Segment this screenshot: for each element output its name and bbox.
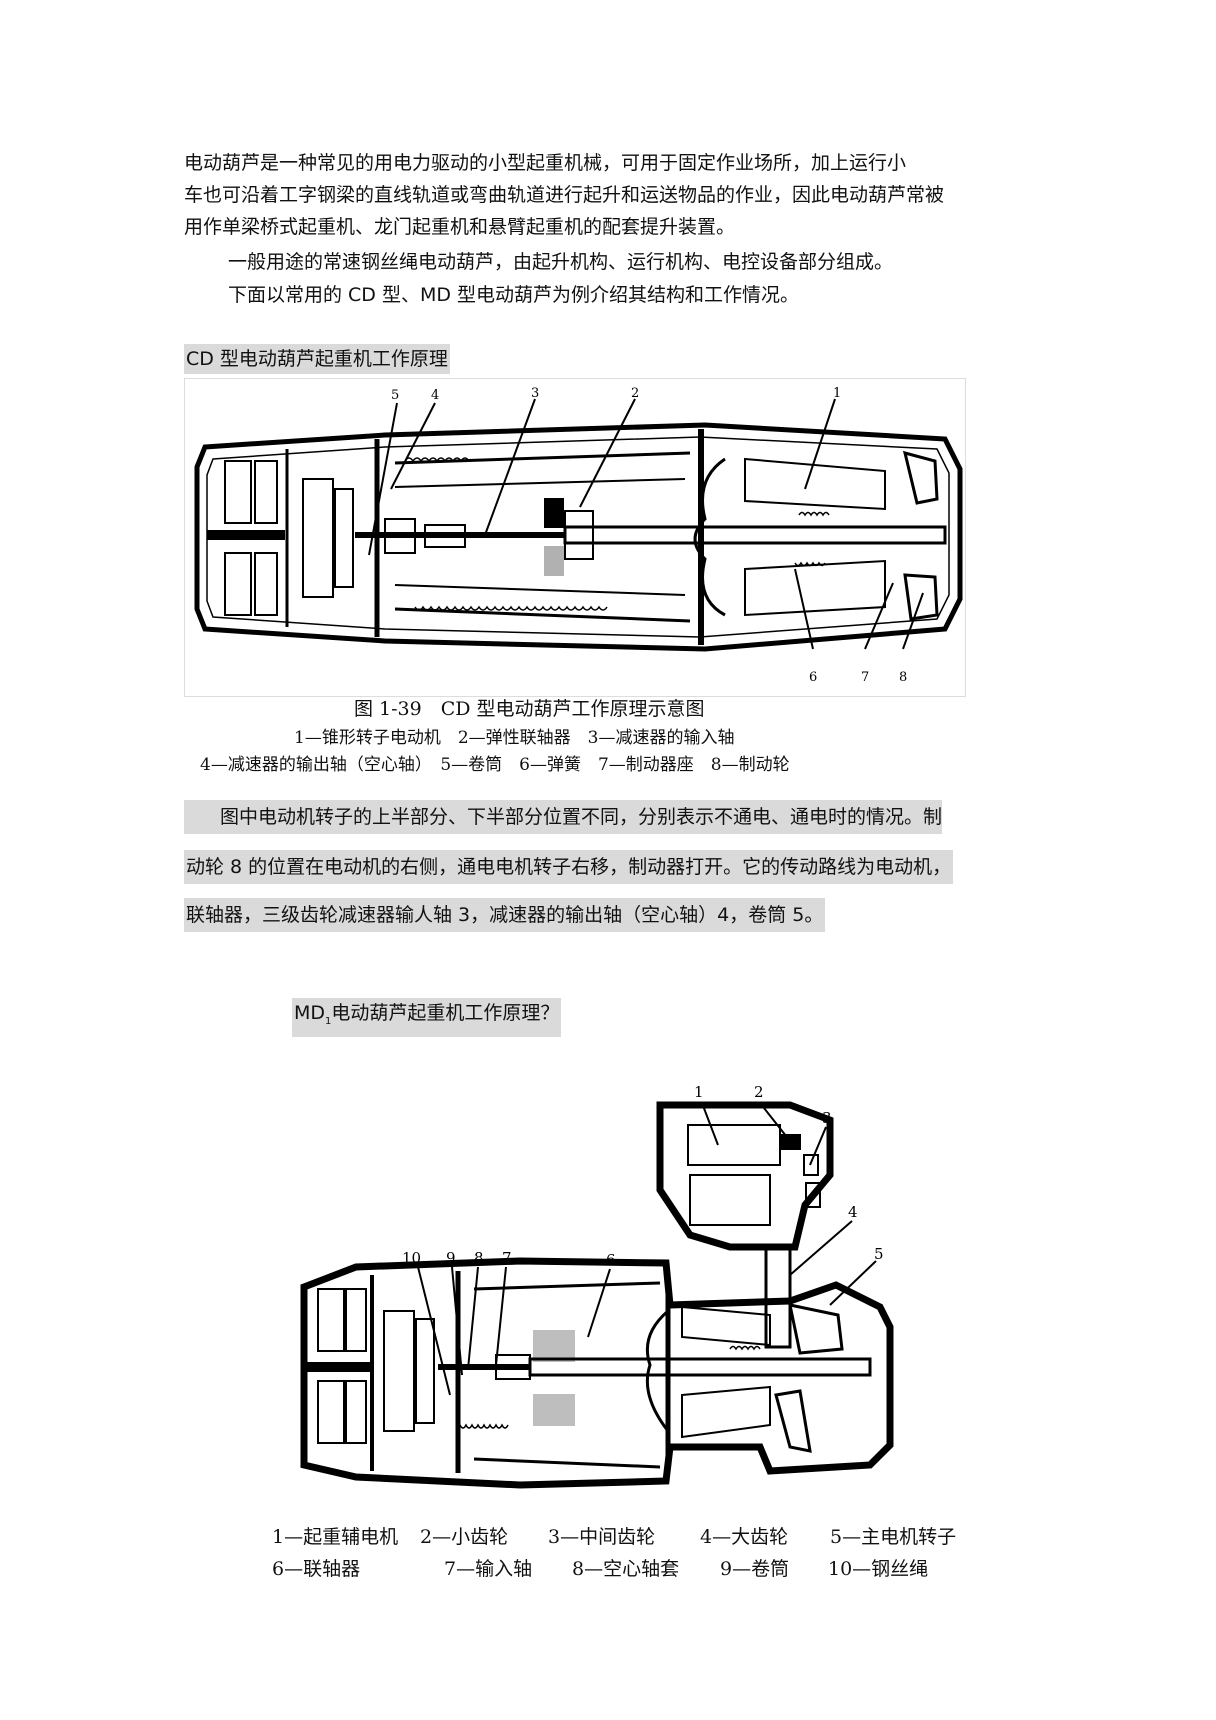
intro-line-4: 一般用途的常速钢丝绳电动葫芦，由起升机构、运行机构、电控设备部分组成。	[228, 251, 894, 273]
cd-callout-4: 4	[431, 388, 439, 403]
cd-para-line-2: 动轮 8 的位置在电动机的右侧，通电电机转子右移，制动器打开。它的传动路线为电动…	[184, 850, 954, 884]
md-legend-3: 3—中间齿轮	[548, 1526, 656, 1548]
cd-callout-8: 8	[899, 670, 907, 685]
intro-line-3: 用作单梁桥式起重机、龙门起重机和悬臂起重机的配套提升装置。	[184, 216, 736, 238]
cd-legend-line-2: 4—减速器的输出轴（空心轴） 5—卷筒 6—弹簧 7—制动器座 8—制动轮	[200, 755, 790, 775]
md-legend-9: 9—卷筒	[720, 1558, 790, 1580]
md-callout-2: 2	[754, 1083, 764, 1101]
md-legend-2: 2—小齿轮	[420, 1526, 509, 1548]
md-callout-7: 7	[502, 1249, 512, 1267]
md-legend-row-2: 6—联轴器 7—输入轴 8—空心轴套 9—卷筒 10—钢丝绳	[272, 1554, 928, 1581]
cd-section-heading: CD 型电动葫芦起重机工作原理	[184, 344, 450, 374]
md-callout-1: 1	[694, 1083, 704, 1101]
md-callout-10: 10	[402, 1249, 421, 1267]
md-legend-1: 1—起重辅电机	[272, 1526, 399, 1548]
md-section-heading: MD1电动葫芦起重机工作原理？	[292, 998, 562, 1037]
md-hoist-drawing: 1 2 3 4 5 10 9 8 7 6	[300, 1083, 894, 1489]
md-heading-rest: 电动葫芦起重机工作原理？	[331, 1002, 560, 1024]
md-legend-row-1: 1—起重辅电机 2—小齿轮 3—中间齿轮 4—大齿轮 5—主电机转子	[272, 1522, 956, 1549]
md-hoist-diagram: 1 2 3 4 5 10 9 8 7 6	[290, 1075, 930, 1520]
md-callout-6: 6	[606, 1251, 616, 1269]
cd-hoist-diagram: 5 4 3 2 1 6 7 8	[184, 378, 966, 697]
cd-legend-line-1: 1—锥形转子电动机 2—弹性联轴器 3—减速器的输入轴	[294, 728, 735, 748]
cd-callout-2: 2	[631, 386, 639, 401]
intro-line-1: 电动葫芦是一种常见的用电力驱动的小型起重机械，可用于固定作业场所，加上运行小	[184, 152, 907, 174]
md-callout-4: 4	[848, 1203, 858, 1221]
cd-figure-caption: 图 1-39 CD 型电动葫芦工作原理示意图	[354, 698, 705, 720]
cd-callout-1: 1	[833, 386, 841, 401]
md-callout-3: 3	[822, 1109, 832, 1127]
cd-para-line-1: 图中电动机转子的上半部分、下半部分位置不同，分别表示不通电、通电时的情况。制	[184, 800, 943, 834]
cd-callout-5: 5	[391, 388, 399, 403]
cd-callout-7: 7	[861, 670, 869, 685]
md-legend-7: 7—输入轴	[444, 1558, 533, 1580]
md-legend-10: 10—钢丝绳	[828, 1558, 929, 1580]
md-callout-9: 9	[446, 1249, 456, 1267]
cd-para-line-3: 联轴器，三级齿轮减速器输人轴 3，减速器的输出轴（空心轴）4，卷筒 5。	[184, 898, 826, 932]
md-callout-5: 5	[874, 1245, 884, 1263]
md-legend-4: 4—大齿轮	[700, 1526, 789, 1548]
intro-line-5: 下面以常用的 CD 型、MD 型电动葫芦为例介绍其结构和工作情况。	[228, 284, 800, 306]
md-heading-subscript: 1	[325, 1015, 332, 1027]
md-callout-8: 8	[474, 1249, 484, 1267]
intro-line-2: 车也可沿着工字钢梁的直线轨道或弯曲轨道进行起升和运送物品的作业，因此电动葫芦常被	[184, 184, 945, 206]
md-legend-8: 8—空心轴套	[572, 1558, 680, 1580]
md-legend-5: 5—主电机转子	[830, 1526, 957, 1548]
md-heading-prefix: MD	[294, 1002, 326, 1024]
cd-callout-3: 3	[531, 386, 539, 401]
cd-hoist-drawing: 5 4 3 2 1 6 7 8	[194, 386, 963, 685]
cd-callout-6: 6	[809, 670, 817, 685]
md-legend-6: 6—联轴器	[272, 1558, 361, 1580]
